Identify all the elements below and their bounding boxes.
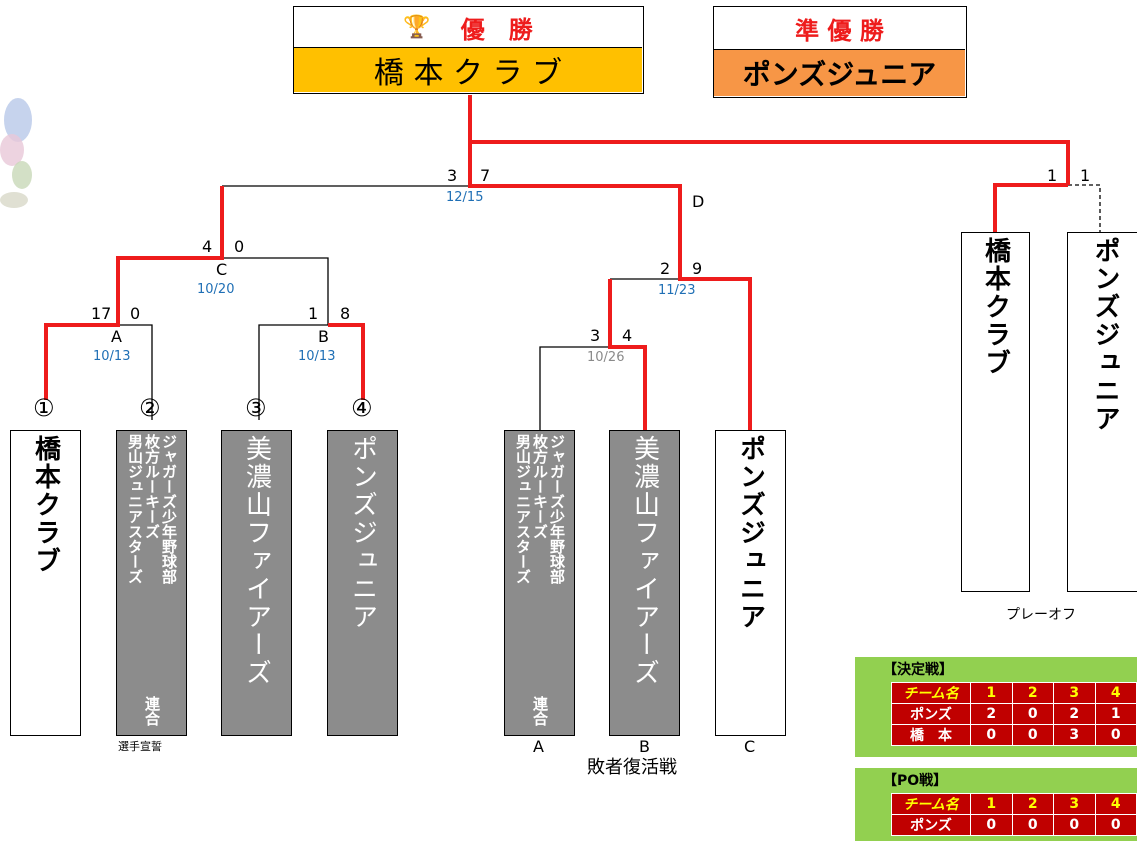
match-a-left-score: 17 [91, 304, 112, 323]
repechage-box-c: ポンズジュニア [715, 430, 786, 736]
team-name: 美濃山ファイアーズ [629, 435, 660, 687]
repechage-box-b: 美濃山ファイアーズ [609, 430, 680, 736]
repechage-title: 敗者復活戦 [587, 757, 677, 778]
table-row: ポンズ 2 0 2 1 [891, 703, 1137, 725]
match-d-label: D [692, 192, 705, 211]
repechage-label-c: C [744, 737, 756, 756]
team-name-col3: ジャガーズ少年野球部 [548, 434, 566, 584]
final-right-score: 7 [480, 166, 491, 185]
team-box-2: 男山ジュニアスターズ 枚方ルーキーズ ジャガーズ少年野球部 連合 [116, 430, 187, 736]
match-d-right-score: 9 [692, 259, 703, 278]
match-b-left-score: 1 [308, 304, 319, 323]
repechage-label-b: B [639, 737, 650, 756]
team-name: 橋本クラブ [30, 435, 61, 575]
rep1-right-score: 4 [622, 326, 633, 345]
team-name: 橋本クラブ [980, 237, 1011, 377]
team-box-4: ポンズジュニア [327, 430, 398, 736]
playoff-box-1: 橋本クラブ [961, 232, 1030, 592]
champion-header: 🏆 優 勝 [294, 7, 642, 48]
decorative-flower-image [0, 80, 34, 220]
match-a-label: A [111, 327, 122, 346]
seed-1: ① [33, 394, 55, 422]
team-name: 美濃山ファイアーズ [241, 435, 272, 687]
runner-up-team: ポンズジュニア [714, 50, 965, 96]
repechage-box-a: 男山ジュニアスターズ 枚方ルーキーズ ジャガーズ少年野球部 連合 [504, 430, 575, 736]
champion-box: 🏆 優 勝 橋 本 ク ラ ブ [293, 6, 644, 94]
trophy-icon: 🏆 [403, 14, 431, 40]
decider-title: 【決定戦】 [883, 662, 953, 678]
union-label: 連合 [143, 696, 161, 726]
rep1-left-score: 3 [590, 326, 601, 345]
match-b-right-score: 8 [340, 304, 351, 323]
runner-up-header: 準 優 勝 [714, 7, 965, 50]
playoff-left-score: 1 [1047, 166, 1058, 185]
match-c-date: 10/20 [197, 282, 235, 297]
team-name-col3: ジャガーズ少年野球部 [160, 434, 178, 584]
final-left-score: 3 [447, 166, 458, 185]
champion-label: 優 勝 [460, 15, 533, 44]
team-name: ポンズジュニア [347, 435, 378, 631]
playoff-right-score: 1 [1080, 166, 1091, 185]
repechage-label-a: A [533, 737, 544, 756]
team-name: ポンズジュニア [1090, 237, 1120, 433]
match-c-right-score: 0 [234, 237, 245, 256]
match-d-left-score: 2 [660, 259, 671, 278]
po-table: チーム名 1 2 3 4 ポンズ 0 0 0 0 [891, 793, 1137, 836]
team-name-col2: 枚方ルーキーズ [143, 434, 161, 539]
team-name-col1: 男山ジュニアスターズ [126, 434, 144, 584]
playoff-label: プレーオフ [1006, 607, 1076, 623]
match-c-left-score: 4 [202, 237, 213, 256]
match-c-label: C [216, 260, 228, 279]
table-row: ポンズ 0 0 0 0 [891, 814, 1137, 836]
po-scoreboard: 【PO戦】 チーム名 1 2 3 4 ポンズ 0 0 0 0 [855, 768, 1137, 841]
match-b-date: 10/13 [298, 349, 336, 364]
table-row: 橋 本 0 0 3 0 [891, 724, 1137, 746]
playoff-box-2: ポンズジュニア [1067, 232, 1137, 592]
seed-4: ④ [351, 394, 373, 422]
team-box-3: 美濃山ファイアーズ [221, 430, 292, 736]
team-name-col2: 枚方ルーキーズ [531, 434, 549, 539]
team-name-col1: 男山ジュニアスターズ [514, 434, 532, 584]
final-date: 12/15 [446, 190, 484, 205]
po-title: 【PO戦】 [883, 773, 948, 789]
champion-team: 橋 本 ク ラ ブ [294, 48, 642, 92]
rep1-date: 10/26 [587, 350, 625, 365]
union-label: 連合 [531, 696, 549, 726]
seed-3: ③ [245, 394, 267, 422]
seed-2: ② [139, 394, 161, 422]
match-d-date: 11/23 [658, 283, 696, 298]
match-a-date: 10/13 [93, 349, 131, 364]
table-row: チーム名 1 2 3 4 [891, 682, 1137, 704]
decider-table: チーム名 1 2 3 4 ポンズ 2 0 2 1 橋 本 0 0 3 0 [891, 682, 1137, 746]
team-name: ポンズジュニア [735, 435, 766, 631]
runner-up-box: 準 優 勝 ポンズジュニア [713, 6, 967, 98]
table-row: チーム名 1 2 3 4 [891, 793, 1137, 815]
oath-label: 選手宣誓 [118, 740, 162, 753]
decider-scoreboard: 【決定戦】 チーム名 1 2 3 4 ポンズ 2 0 2 1 橋 本 0 0 3… [855, 657, 1137, 757]
match-a-right-score: 0 [130, 304, 141, 323]
match-b-label: B [318, 327, 329, 346]
team-box-1: 橋本クラブ [10, 430, 81, 736]
